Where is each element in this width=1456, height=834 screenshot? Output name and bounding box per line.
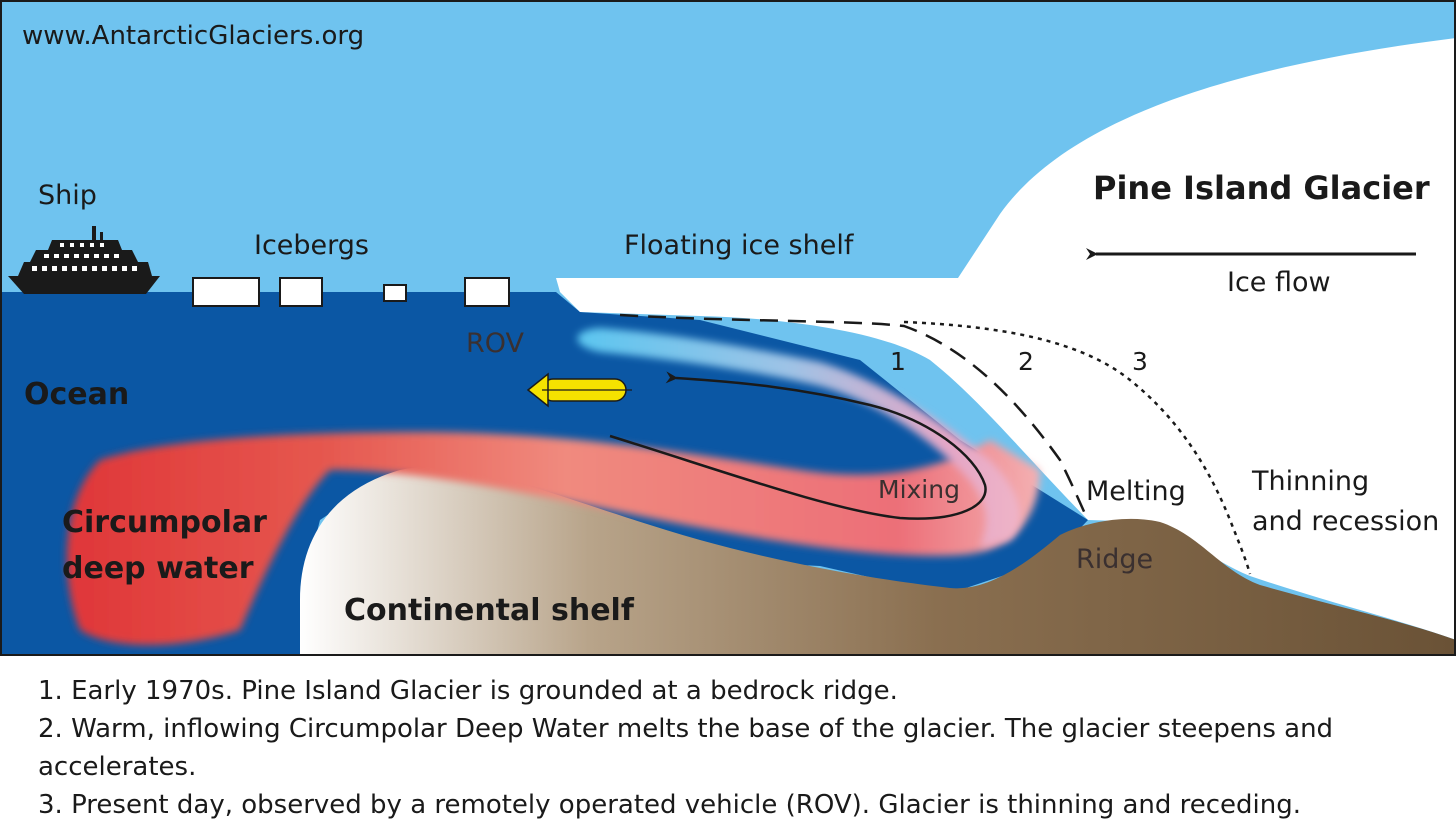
ocean-label: Ocean	[24, 377, 129, 412]
stage-3-label: 3	[1132, 347, 1148, 376]
melt-plume	[577, 328, 1021, 548]
iceberg	[383, 284, 407, 302]
thinning-label-line1: Thinning	[1251, 466, 1369, 497]
watermark-text: www.AntarcticGlaciers.org	[22, 21, 364, 51]
rov-icon	[526, 372, 632, 408]
continental-shelf	[300, 467, 1456, 656]
stage-2-label: 2	[1018, 347, 1034, 376]
ship-icon	[8, 226, 160, 294]
thinning-label-line2: and recession	[1252, 506, 1439, 537]
iceberg	[192, 277, 260, 307]
caption: 1. Early 1970s. Pine Island Glacier is g…	[38, 672, 1438, 824]
caption-line-3: 3. Present day, observed by a remotely o…	[38, 790, 1302, 820]
floating-ice-shelf-label: Floating ice shelf	[624, 230, 855, 261]
circumpolar-deep-water	[66, 432, 1040, 645]
circumpolar-label-line1: Circumpolar	[62, 505, 267, 540]
continental-shelf-label: Continental shelf	[344, 593, 635, 628]
stage-1-label: 1	[890, 347, 906, 376]
iceberg	[464, 277, 510, 307]
grounding-line-1	[619, 313, 1090, 521]
grounding-line-3	[903, 320, 1252, 575]
iceberg	[279, 277, 323, 307]
caption-line-2-continued: accelerates.	[38, 752, 197, 782]
circumpolar-label-line2: deep water	[62, 551, 254, 586]
ridge-label: Ridge	[1076, 544, 1153, 575]
pine-island-glacier-label: Pine Island Glacier	[1093, 169, 1430, 207]
icebergs-group	[192, 277, 510, 307]
icebergs-label: Icebergs	[254, 230, 369, 261]
ship-label: Ship	[38, 180, 97, 211]
mixing-circulation-line	[609, 371, 987, 520]
melting-label: Melting	[1086, 476, 1186, 507]
ice-flow-label: Ice flow	[1227, 267, 1331, 298]
rov-label: ROV	[466, 328, 525, 359]
caption-line-1: 1. Early 1970s. Pine Island Glacier is g…	[38, 676, 898, 706]
glacier-ice	[556, 38, 1456, 640]
caption-line-2: 2. Warm, inflowing Circumpolar Deep Wate…	[38, 714, 1334, 744]
pine-island-glacier-diagram: www.AntarcticGlaciers.org Ship Icebergs …	[0, 0, 1456, 656]
diagram-frame	[0, 0, 1456, 656]
mixing-label: Mixing	[878, 475, 960, 504]
